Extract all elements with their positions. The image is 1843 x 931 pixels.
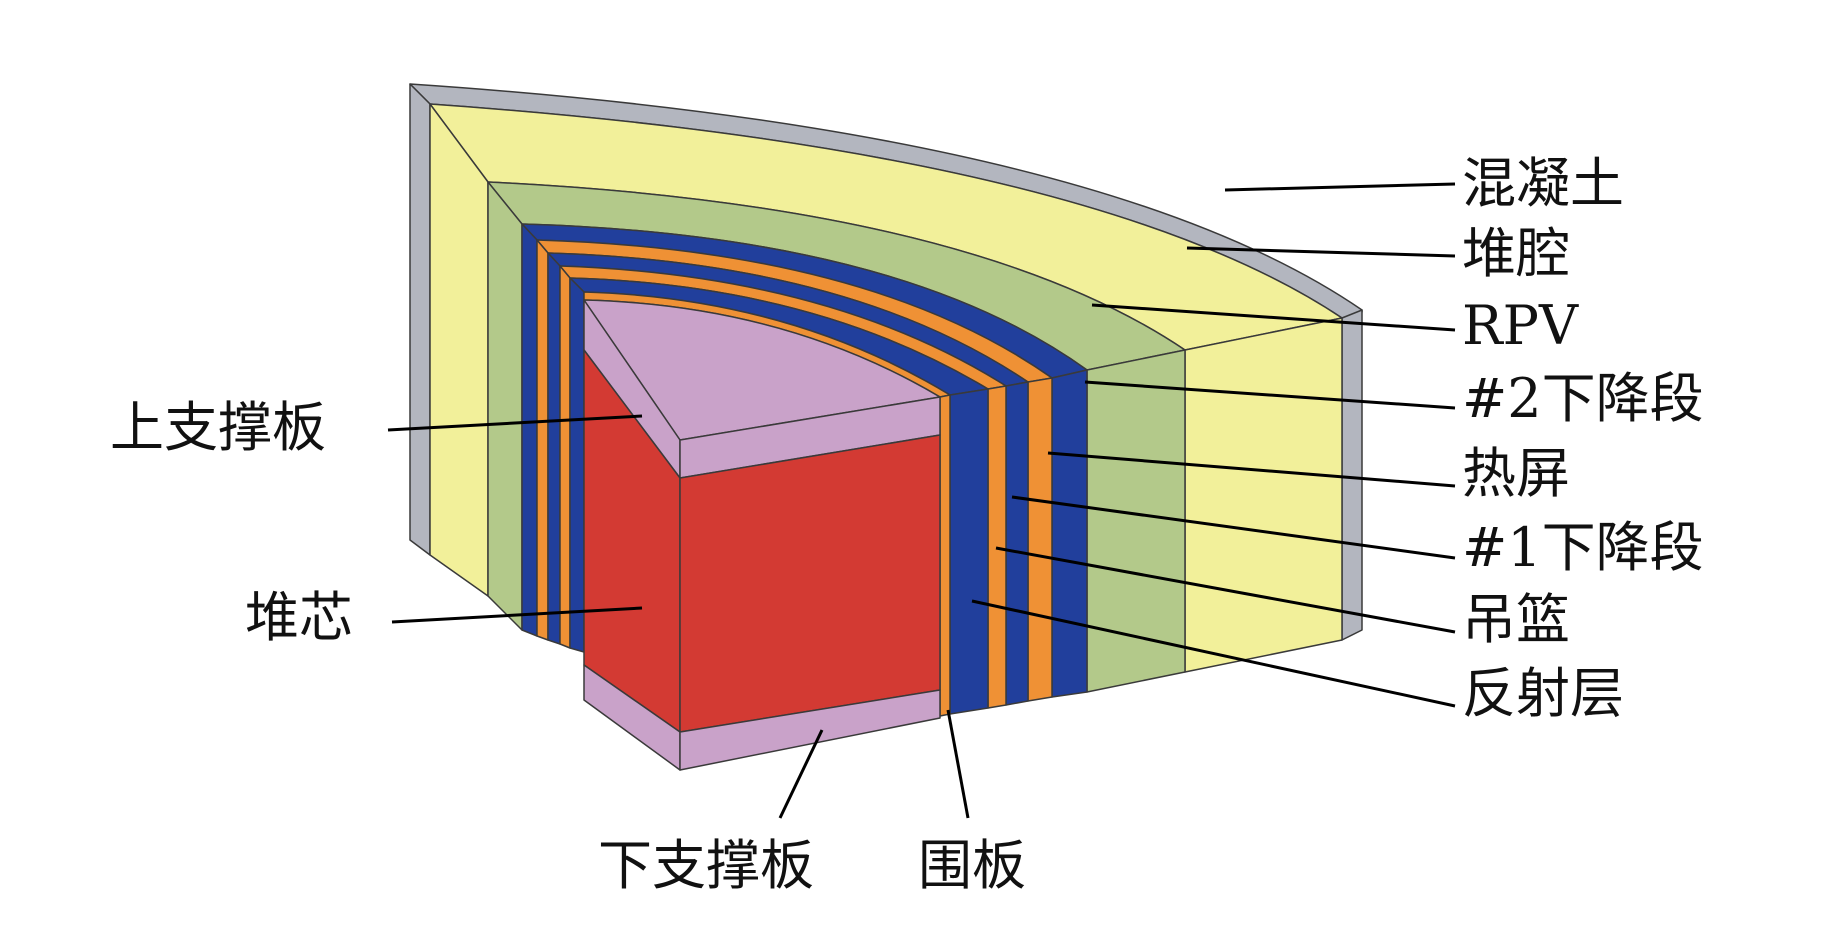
leader-baffle [946, 709, 970, 819]
label-reflector: 反射层 [1462, 662, 1624, 725]
thermal-shield-left-face [536, 239, 549, 641]
label-core: 堆芯 [245, 586, 353, 649]
leader-downcomer1 [1011, 495, 1456, 560]
leader-upper-support [387, 414, 643, 432]
thermal-shield-right-face [1027, 377, 1053, 702]
label-baffle: 围板 [918, 834, 1026, 897]
label-downcomer2: #2下降段 [1462, 367, 1704, 430]
leader-downcomer2 [1084, 380, 1456, 410]
label-cavity: 堆腔 [1462, 222, 1570, 285]
upper-support-top [583, 299, 941, 441]
label-lower-support: 下支撑板 [598, 834, 814, 897]
leader-barrel [995, 546, 1456, 634]
label-concrete: 混凝土 [1462, 152, 1624, 215]
leader-concrete [1224, 182, 1456, 192]
label-rpv: RPV [1462, 294, 1579, 357]
core-front-face [679, 434, 941, 733]
leader-lines [387, 182, 1456, 819]
label-thermal-shield: 热屏 [1462, 442, 1570, 505]
leader-rpv [1091, 303, 1456, 332]
leader-thermal-shield [1047, 451, 1456, 488]
concrete-right-face [1341, 309, 1363, 641]
label-barrel: 吊篮 [1462, 588, 1570, 651]
lower-support-front-face [679, 689, 941, 771]
rpv-left-face [487, 181, 523, 631]
reflector-left-face [569, 277, 585, 653]
downcomer1-right-face [1005, 381, 1029, 706]
concrete-left-face [409, 83, 431, 556]
barrel-left-face [559, 265, 571, 649]
baffle-right-face [939, 394, 951, 717]
cavity-left-face [429, 103, 489, 597]
leader-lower-support [778, 729, 824, 819]
leader-cavity [1186, 246, 1456, 258]
cutaway-shapes [409, 83, 1363, 771]
downcomer2-right-face [1051, 369, 1088, 698]
leader-reflector [971, 599, 1456, 708]
label-downcomer1: #1下降段 [1462, 516, 1704, 579]
reflector-right-face [949, 388, 989, 715]
label-upper-support: 上支撑板 [110, 396, 326, 459]
cavity-right-face [1184, 317, 1343, 673]
leader-core [391, 606, 643, 624]
callout-labels: 混凝土 堆腔 RPV #2下降段 热屏 #1下降段 吊篮 反射层 上支撑板 堆芯… [110, 152, 1704, 897]
rpv-right-face [1086, 349, 1186, 693]
downcomer2-left-face [521, 223, 538, 637]
downcomer1-left-face [547, 252, 561, 645]
